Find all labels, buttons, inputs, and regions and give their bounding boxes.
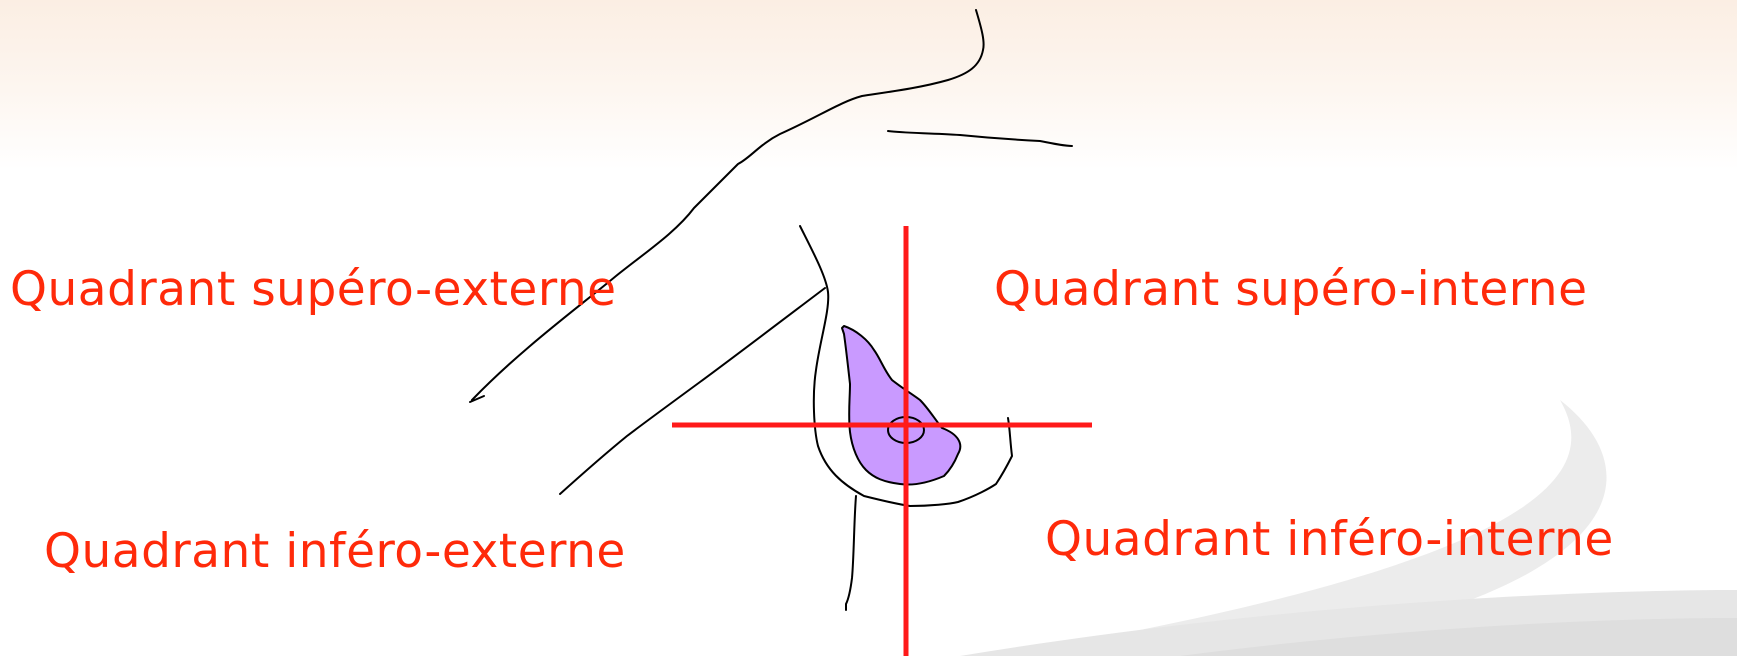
label-lower-outer-quadrant: Quadrant inféro-externe [44, 528, 626, 575]
breast-shaded-area [842, 326, 960, 485]
torso-line [846, 496, 856, 610]
label-lower-inner-quadrant: Quadrant inféro-interne [1045, 516, 1614, 563]
collarbone-line [888, 131, 1072, 146]
label-upper-outer-quadrant: Quadrant supéro-externe [10, 266, 617, 313]
lateral-chest-line [560, 288, 825, 494]
label-upper-inner-quadrant: Quadrant supéro-interne [994, 266, 1588, 313]
